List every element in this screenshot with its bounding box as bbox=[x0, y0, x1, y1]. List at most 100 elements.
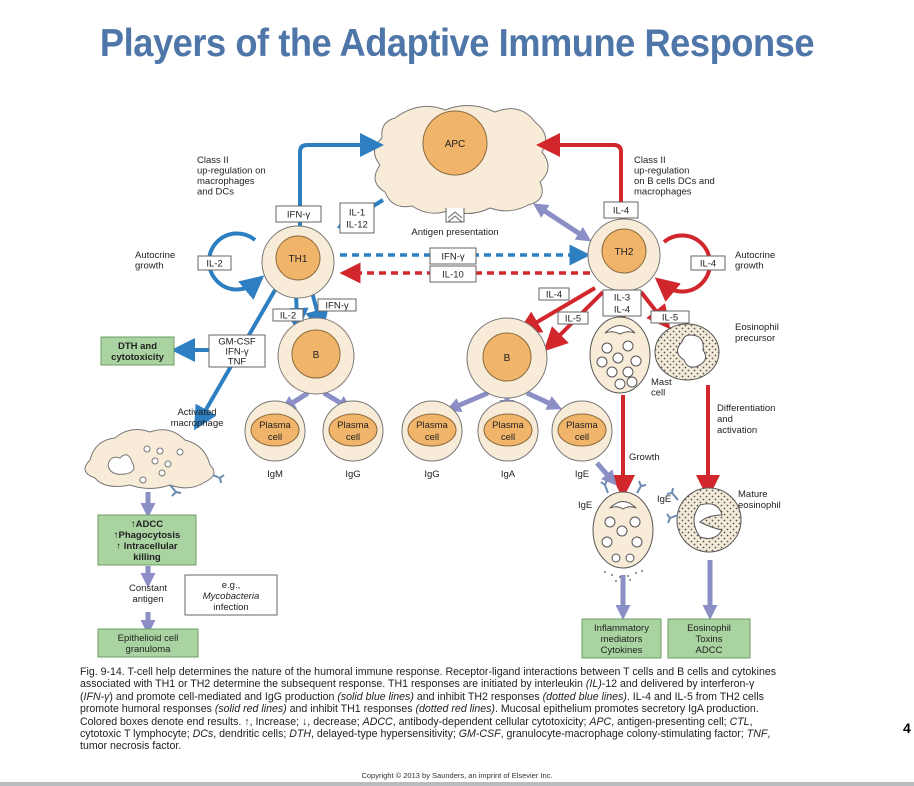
differentiation-label: Differentiation bbox=[717, 403, 775, 414]
result-label: granuloma bbox=[126, 644, 172, 655]
plasma-label: cell bbox=[346, 432, 360, 443]
th2-label: TH2 bbox=[615, 247, 634, 258]
growth-label: Growth bbox=[629, 452, 660, 463]
result-label: ADCC bbox=[696, 645, 723, 656]
activated-macrophage bbox=[84, 429, 225, 497]
antigen-presentation-label: Antigen presentation bbox=[411, 227, 498, 238]
caption-segment: Fig. 9-14. T-cell help determines the na… bbox=[80, 666, 777, 691]
caption-segment: APC bbox=[589, 715, 612, 728]
mycobacteria-label: Mycobacteria bbox=[203, 591, 260, 602]
caption-segment: DTH bbox=[289, 728, 311, 741]
antibody-label: IgM bbox=[267, 469, 283, 480]
cytokine-label: TNF bbox=[228, 357, 247, 368]
result-label: ↑ADCC bbox=[131, 519, 163, 530]
caption-segment: , antigen-presenting cell; bbox=[611, 715, 730, 728]
caption-segment: (dotted red lines) bbox=[415, 703, 495, 716]
result-label: cytotoxicity bbox=[111, 352, 165, 363]
caption-segment: ) and promote cell-mediated and IgG prod… bbox=[109, 690, 338, 703]
caption-segment: , cytotoxic T lymphocyte; bbox=[80, 715, 753, 741]
cytokine-label: IFN-γ bbox=[287, 210, 310, 221]
caption-segment: -12 and delivered by interferon-γ ( bbox=[80, 678, 755, 703]
slide-title: Players of the Adaptive Immune Response bbox=[99, 22, 815, 65]
il5-eosinophil-box: IL-5 bbox=[650, 310, 690, 324]
caption-segment: , granulocyte-macrophage colony-stimulat… bbox=[500, 728, 747, 741]
plasma-label: Plasma bbox=[416, 420, 448, 431]
class-ii-right-label: on B cells DCs and bbox=[634, 176, 715, 187]
cytokine-label: IL-2 bbox=[280, 311, 296, 322]
cytokine-label: IL-10 bbox=[442, 270, 464, 281]
differentiation-label: and bbox=[717, 414, 733, 425]
ige-label: IgE bbox=[657, 494, 671, 505]
plasma-label: cell bbox=[425, 432, 439, 443]
caption-segment: (solid blue lines) bbox=[337, 690, 414, 703]
cytokine-label: IL-1 bbox=[349, 208, 365, 219]
caption-segment: , delayed-type hypersensitivity; bbox=[311, 728, 459, 741]
plasma-label: Plasma bbox=[337, 420, 369, 431]
caption-segment: (IL) bbox=[585, 678, 602, 691]
cytokine-label: IL-5 bbox=[662, 313, 678, 324]
result-label: ↑ Intracellular bbox=[116, 541, 178, 552]
class-ii-right-label: macrophages bbox=[634, 187, 692, 198]
result-label: DTH and bbox=[118, 341, 157, 352]
eosinophil-precursor-label: Eosinophil bbox=[735, 322, 779, 333]
caption-segment: GM-CSF bbox=[458, 728, 501, 741]
caption-segment: TNF bbox=[746, 728, 768, 741]
il2-b-box: IL-2 bbox=[272, 308, 304, 322]
class-ii-left-label: macrophages bbox=[197, 176, 255, 187]
caption-segment: . IL-4 and IL-5 from TH2 cells promote h… bbox=[80, 690, 764, 716]
th2-cell: TH2 bbox=[587, 218, 661, 292]
antibody-label: IgG bbox=[424, 469, 439, 480]
purple-arrows bbox=[140, 203, 718, 635]
il10-box: IL-10 bbox=[429, 265, 477, 283]
mast-cell-label: cell bbox=[651, 388, 665, 399]
result-label: Eosinophil bbox=[687, 623, 731, 634]
differentiation-label: activation bbox=[717, 425, 757, 436]
plasma-label: cell bbox=[501, 432, 515, 443]
plasma-cells: PlasmacellIgMPlasmacellIgGPlasmacellIgGP… bbox=[244, 400, 613, 480]
figure-caption: Fig. 9-14. T-cell help determines the na… bbox=[80, 666, 780, 753]
result-label: Toxins bbox=[696, 634, 723, 645]
caption-segment: and inhibit TH2 responses bbox=[413, 690, 543, 703]
cytokine-label: IFN-γ bbox=[225, 347, 248, 358]
class-ii-left-label: and DCs bbox=[197, 187, 234, 198]
cytokine-label: IFN-γ bbox=[325, 301, 348, 312]
antibody-label: IgE bbox=[575, 469, 589, 480]
eosinophil-precursor bbox=[654, 323, 720, 381]
il3-il4-box: IL-3IL-4 bbox=[602, 289, 642, 317]
antibody-label: IgG bbox=[345, 469, 360, 480]
mature-eosinophil bbox=[666, 487, 742, 553]
plasma-label: cell bbox=[575, 432, 589, 443]
apc-cell: APC bbox=[374, 105, 549, 223]
mycobacteria-label: infection bbox=[213, 602, 248, 613]
cytokine-label: IFN-γ bbox=[441, 252, 464, 263]
cytokine-label: IL-4 bbox=[614, 305, 630, 316]
il2-autocrine-box: IL-2 bbox=[197, 255, 232, 271]
cytokine-label: IL-3 bbox=[614, 293, 630, 304]
result-label: mediators bbox=[601, 634, 643, 645]
class-ii-right-label: up-regulation bbox=[634, 166, 689, 177]
caption-segment: CTL bbox=[729, 715, 750, 728]
class-ii-left-label: up-regulation on bbox=[197, 166, 266, 177]
eosinophil-precursor-label: precursor bbox=[735, 333, 775, 344]
il4-box: IL-4 bbox=[603, 201, 639, 219]
caption-segment: (dotted blue lines) bbox=[542, 690, 627, 703]
autocrine-right-label: growth bbox=[735, 261, 764, 272]
b-cell-label: B bbox=[504, 353, 511, 364]
result-label: Cytokines bbox=[601, 645, 643, 656]
caption-segment: , tumor necrosis factor. bbox=[80, 728, 771, 753]
caption-segment: . Mucosal epithelium promotes secretory … bbox=[80, 703, 759, 728]
class-ii-left-label: Class II bbox=[197, 155, 229, 166]
